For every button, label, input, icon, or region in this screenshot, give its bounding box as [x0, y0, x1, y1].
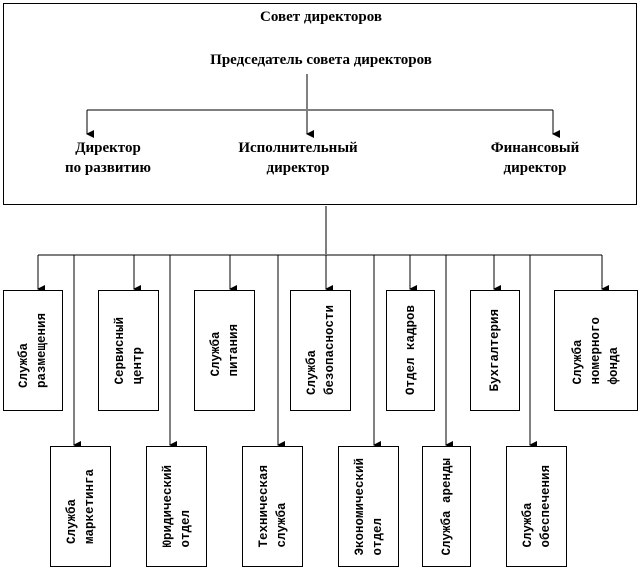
- director-financial-line2: директор: [503, 160, 567, 176]
- department-box: Юридический отдел: [146, 446, 207, 567]
- department-label: Служба маркетинга: [64, 468, 97, 544]
- department-box: Техническая служба: [242, 446, 303, 567]
- department-label: Юридический отдел: [160, 465, 193, 548]
- department-box: Экономический отдел: [338, 446, 399, 567]
- department-label: Служба размещения: [17, 312, 49, 388]
- board-title: Совет директоров: [260, 9, 382, 25]
- department-box: Бухгалтерия: [470, 290, 520, 411]
- department-label: Бухгалтерия: [488, 309, 502, 392]
- department-box: Служба маркетинга: [50, 446, 111, 567]
- department-label: Служба номерного фонда: [571, 316, 621, 385]
- department-label: Служба безопасности: [304, 305, 337, 396]
- department-label: Техническая служба: [256, 465, 289, 548]
- department-box: Служба обеспечения: [506, 446, 567, 567]
- director-executive-line1: Исполнительный: [238, 140, 358, 156]
- department-box: Служба аренды: [422, 446, 471, 567]
- director-executive: Исполнительный директор: [213, 138, 383, 178]
- department-box: Служба номерного фонда: [554, 290, 638, 411]
- department-box: Сервисный центр: [98, 290, 159, 411]
- department-label: Экономический отдел: [352, 457, 385, 556]
- department-label: Отдел кадров: [403, 305, 418, 396]
- department-box: Служба размещения: [3, 290, 63, 411]
- director-executive-line2: директор: [266, 160, 330, 176]
- chairman-label: Председатель совета директоров: [210, 52, 432, 68]
- department-box: Служба безопасности: [290, 290, 351, 411]
- director-financial-line1: Финансовый: [490, 140, 580, 156]
- director-development-line1: Директор: [75, 140, 141, 156]
- department-label: Служба питания: [208, 324, 241, 377]
- director-development-line2: по развитию: [65, 160, 151, 176]
- department-box: Служба питания: [194, 290, 255, 411]
- department-label: Служба аренды: [439, 457, 454, 556]
- director-financial: Финансовый директор: [450, 138, 620, 178]
- department-label: Служба обеспечения: [520, 465, 553, 548]
- department-label: Сервисный центр: [112, 316, 145, 385]
- director-development: Директор по развитию: [23, 138, 193, 178]
- department-box: Отдел кадров: [386, 290, 435, 411]
- board-of-directors-box: [3, 3, 637, 205]
